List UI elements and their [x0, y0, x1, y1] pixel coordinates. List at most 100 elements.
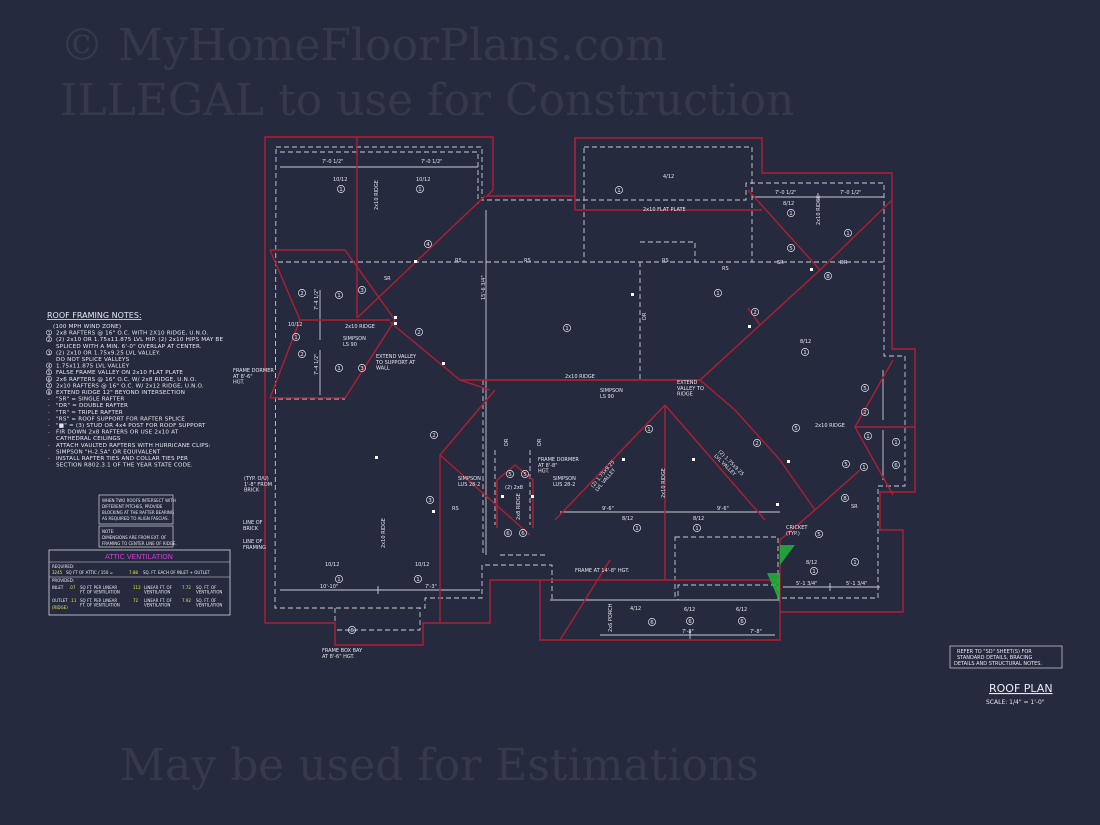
note-line: STANDARD DETAILS, BRACING [957, 655, 1033, 661]
marker-circle [46, 382, 52, 389]
dimension-label: 9'-6" [602, 506, 614, 512]
rafter-type-marker: 1 [416, 185, 424, 193]
rafter-type-marker: 6 [504, 529, 512, 537]
rafter-type-marker: 6 [892, 461, 900, 469]
pitch-label: 8/12 [693, 516, 704, 522]
rafter-type-marker: 6 [519, 529, 527, 537]
pitch-label: 4/12 [630, 606, 641, 612]
outlet-label: OUTLET [52, 598, 68, 603]
svg-text:5: 5 [844, 462, 848, 468]
rafter-type-marker: 5 [506, 470, 514, 478]
inlet-total-value: 7.72 [182, 585, 191, 590]
note-line: REFER TO "SD" SHEET(S) FOR [957, 649, 1032, 655]
svg-text:5: 5 [508, 472, 512, 478]
note-line: (100 MPH WIND ZONE) [53, 324, 121, 330]
sr-label: SR [384, 276, 391, 282]
svg-text:1: 1 [635, 526, 639, 532]
svg-text:1: 1 [294, 335, 298, 341]
attic-ventilation-table: ATTIC VENTILATION REQUIRED: 3245 SQ FT O… [48, 549, 231, 616]
note-marker: 8 [48, 390, 51, 396]
note-marker: - [48, 404, 50, 409]
dimension-note: NOTE: DIMENSIONS ARE FROM EXT. OF FRAMIN… [98, 525, 177, 548]
rafter-type-marker: 6 [648, 618, 656, 626]
note-line: 2x6 RAFTERS @ 16" O.C. W/ 2x8 RIDGE, U.N… [56, 377, 196, 383]
note-line: WHEN TWO ROOFS INTERSECT WITH [102, 498, 176, 503]
rafter-type-marker: 5 [787, 244, 795, 252]
dimension-label: 7'-8" [682, 629, 694, 635]
title-block: ROOF PLAN SCALE: 1/4" = 1'-0" [986, 682, 1053, 706]
rafter-type-marker: 4 [424, 240, 432, 248]
note-marker: - [48, 457, 50, 462]
note-line: SIMPSON "H-2.5A" OR EQUIVALENT [56, 449, 161, 455]
svg-text:1: 1 [789, 211, 793, 217]
note-line: NOTE: [102, 529, 114, 534]
note-line: SPLICED WITH A MIN. 6'-0" OVERLAP AT CEN… [56, 344, 202, 350]
rafter-type-marker: 1 [860, 463, 868, 471]
dimension-label: 7'-0 1/2" [840, 190, 861, 196]
note-line: "TR" = TRIPLE RAFTER [56, 410, 123, 416]
rafter-type-marker: 8 [841, 494, 849, 502]
svg-text:3: 3 [360, 366, 364, 372]
rafter-type-marker: 1 [801, 348, 809, 356]
note-line: "DR" = DOUBLE RAFTER [56, 403, 128, 409]
svg-text:1: 1 [894, 440, 898, 446]
dimension-label: 5'-1 3/4" [846, 581, 867, 587]
sr-label: SR [851, 504, 858, 510]
marker-circle [46, 375, 52, 382]
note-marker: 5 [48, 370, 51, 376]
roof-outline [264, 136, 916, 646]
rafter-type-marker: 1 [292, 333, 300, 341]
note-line: DIMENSIONS ARE FROM EXT. OF [102, 535, 167, 540]
refer-note: REFER TO "SD" SHEET(S) FOR STANDARD DETA… [949, 645, 1063, 669]
rafter-type-marker: 3 [426, 496, 434, 504]
pitch-label: 10/12 [325, 562, 339, 568]
svg-text:1: 1 [716, 291, 720, 297]
svg-text:6: 6 [506, 531, 510, 537]
svg-text:2: 2 [753, 310, 757, 316]
svg-text:1: 1 [565, 326, 569, 332]
svg-text:2: 2 [300, 352, 304, 358]
ridge-label: 2x10 RIDGE [661, 468, 667, 498]
svg-text:4: 4 [426, 242, 430, 248]
svg-text:8: 8 [826, 274, 830, 280]
rafter-type-marker: 1 [851, 558, 859, 566]
rafter-type-marker: 2 [751, 308, 759, 316]
note-marker: 3 [48, 350, 51, 356]
note-line: FALSE FRAME VALLEY ON 2x10 FLAT PLATE [56, 370, 183, 376]
svg-text:2: 2 [432, 433, 436, 439]
note-line: DETAILS AND STRUCTURAL NOTES. [954, 661, 1042, 667]
rafter-type-marker: 1 [864, 432, 872, 440]
rafter-type-marker: 5 [792, 424, 800, 432]
svg-text:1: 1 [853, 560, 857, 566]
note-marker: - [48, 431, 50, 436]
note-line: DIFFERENT PITCHES, PROVIDE [102, 504, 163, 509]
svg-text:1: 1 [416, 577, 420, 583]
rafter-type-marker: 2 [298, 350, 306, 358]
pitch-label: 8/12 [783, 201, 794, 207]
watermark-text: © MyHomeFloorPlans.com [60, 20, 667, 71]
svg-text:1: 1 [337, 366, 341, 372]
outlet-rate-value: .11 [70, 598, 77, 603]
svg-text:6: 6 [894, 463, 898, 469]
rafter-type-marker: 6 [686, 617, 694, 625]
inlet-rate-value: .07 [69, 585, 76, 590]
sr-label: SR [777, 260, 784, 266]
ridge-label: 2x10 RIDGE [565, 374, 595, 380]
note-line: 2x8 RAFTERS @ 16" O.C. WITH 2X10 RIDGE, … [56, 331, 208, 337]
rafter-type-marker: 2 [298, 289, 306, 297]
svg-text:5: 5 [794, 426, 798, 432]
required-each-value: 7.88 [129, 570, 138, 575]
note-marker: 6 [48, 377, 51, 383]
cricket-label: CRICKET(TYP.) [786, 525, 808, 537]
svg-text:6: 6 [650, 620, 654, 626]
frame-height-note: FRAME AT 14'-8" HGT. [575, 568, 630, 574]
rafter-type-marker: 3 [358, 286, 366, 294]
